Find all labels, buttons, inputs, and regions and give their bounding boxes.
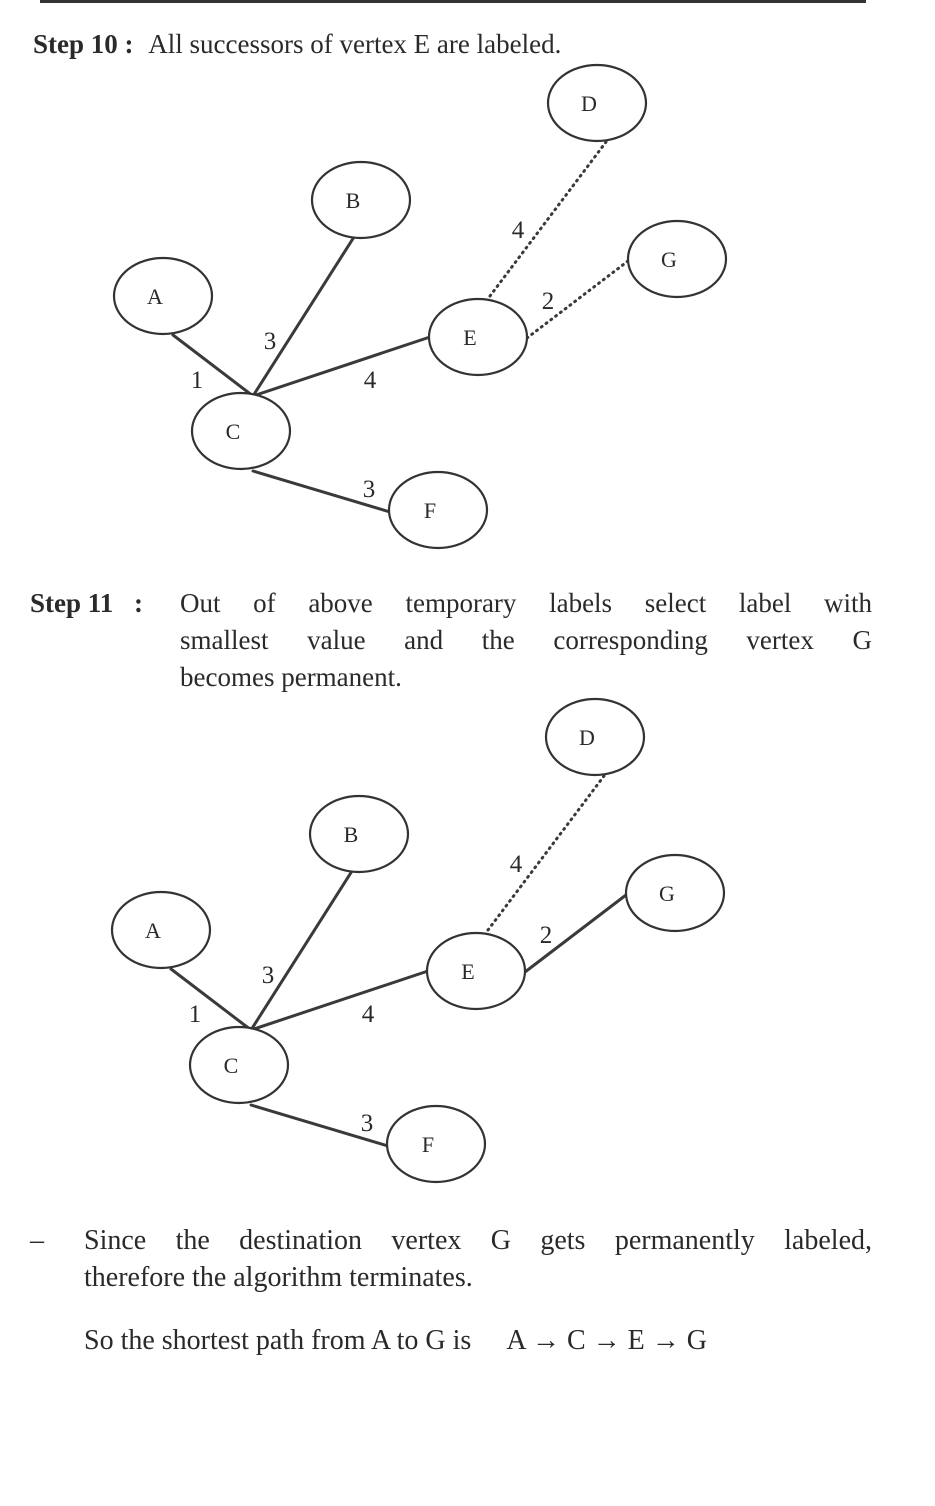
edge-weight-c-e: 4 <box>362 1001 375 1028</box>
edge-weight-a-c: 1 <box>189 1001 202 1028</box>
node-label-b: B <box>344 822 359 847</box>
graph-step11: 1 3 4 3 4 2 A B C D E F G <box>110 697 726 1184</box>
node-label-g: G <box>661 247 677 272</box>
shortest-path-line: So the shortest path from A to G is A → … <box>84 1322 707 1359</box>
step11-label: Step 11 <box>30 588 114 618</box>
node-label-c: C <box>224 1053 239 1078</box>
node-label-e: E <box>463 325 476 350</box>
step11-line-2: smallest value and the corresponding ver… <box>180 625 872 655</box>
edge-weight-b-c: 3 <box>262 962 275 989</box>
edge-weight-e-d: 4 <box>512 217 525 244</box>
conclusion-bullet: – <box>30 1225 44 1256</box>
edge-weight-b-c: 3 <box>264 328 277 355</box>
node-label-f: F <box>422 1132 434 1157</box>
node-label-f: F <box>424 498 436 523</box>
edge-weight-c-f: 3 <box>363 476 376 503</box>
top-rule <box>40 0 866 3</box>
node-b <box>310 160 412 240</box>
node-f <box>385 1104 487 1184</box>
node-label-a: A <box>145 918 161 943</box>
node-g <box>626 219 728 299</box>
step10-label: Step 10 : <box>33 29 134 59</box>
node-label-c: C <box>226 419 241 444</box>
edge-b-c <box>249 869 354 1032</box>
node-a <box>110 890 212 970</box>
node-label-e: E <box>461 959 474 984</box>
step11-heading: Step 11 : <box>30 585 143 621</box>
node-c <box>188 1025 290 1105</box>
edge-weight-e-d: 4 <box>510 851 523 878</box>
conclusion-line-1: Since the destination vertex G gets perm… <box>84 1225 872 1256</box>
edge-a-c <box>171 333 255 398</box>
node-f <box>387 470 489 550</box>
edge-e-d <box>488 140 608 298</box>
edge-c-f <box>251 469 392 514</box>
node-a <box>112 256 214 336</box>
step10-heading: Step 10 : All successors of vertex E are… <box>33 26 561 62</box>
step11-colon: : <box>134 588 144 618</box>
node-d <box>546 63 648 143</box>
edge-weight-c-f: 3 <box>361 1110 374 1137</box>
step10-text: All successors of vertex E are labeled. <box>148 29 562 59</box>
node-e <box>425 931 527 1011</box>
node-label-a: A <box>147 284 163 309</box>
edge-a-c <box>169 967 253 1032</box>
node-g <box>624 853 726 933</box>
step11-description: Out of above temporary labels select lab… <box>180 585 872 696</box>
edge-c-e <box>249 969 430 1032</box>
conclusion-paragraph: Since the destination vertex G gets perm… <box>84 1222 872 1296</box>
node-b <box>308 794 410 874</box>
shortest-path-value: A → C → E → G <box>506 1325 708 1356</box>
shortest-path-text: So the shortest path from A to G is <box>84 1325 472 1356</box>
node-label-b: B <box>346 188 361 213</box>
edge-c-e <box>251 335 432 398</box>
step11-line-1: Out of above temporary labels select lab… <box>180 588 872 618</box>
graph-step10: 1 3 4 3 4 2 A B C D E F G <box>112 63 728 550</box>
node-c <box>190 391 292 471</box>
conclusion-line-2: therefore the algorithm terminates. <box>84 1262 473 1293</box>
node-label-d: D <box>579 725 595 750</box>
edge-weight-e-g: 2 <box>542 288 555 315</box>
edge-weight-a-c: 1 <box>191 367 204 394</box>
edge-e-d <box>486 774 606 932</box>
edge-c-f <box>249 1103 390 1148</box>
edge-e-g <box>523 893 628 974</box>
node-label-g: G <box>659 881 675 906</box>
step11-line-3: becomes permanent. <box>180 662 402 692</box>
node-label-d: D <box>581 91 597 116</box>
edge-weight-e-g: 2 <box>540 922 553 949</box>
edge-weight-c-e: 4 <box>364 367 377 394</box>
node-d <box>544 697 646 777</box>
node-e <box>427 297 529 377</box>
edge-b-c <box>251 235 356 398</box>
